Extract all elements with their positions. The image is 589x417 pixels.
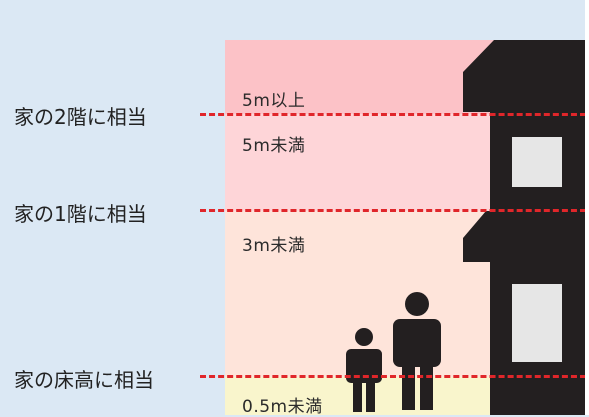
upper-window bbox=[512, 137, 562, 187]
dash-line-floor-height bbox=[200, 375, 586, 378]
band-label-under-3m: 3m未満 bbox=[242, 236, 306, 256]
band-label-under-0-5m: 0.5m未満 bbox=[242, 397, 323, 417]
band-label-5m-or-more: 5m以上 bbox=[242, 91, 306, 111]
right-edge bbox=[585, 0, 589, 415]
level-label-1st-floor: 家の1階に相当 bbox=[14, 202, 147, 226]
dash-line-2nd-floor bbox=[200, 113, 586, 116]
band-label-under-5m: 5m未満 bbox=[242, 136, 306, 156]
level-label-floor-height: 家の床高に相当 bbox=[14, 368, 154, 392]
house-icon bbox=[463, 40, 586, 415]
child-person-icon bbox=[346, 328, 382, 412]
dash-line-1st-floor bbox=[200, 209, 586, 212]
adult-person-icon bbox=[393, 292, 441, 410]
lower-window bbox=[512, 284, 562, 362]
level-label-2nd-floor: 家の2階に相当 bbox=[14, 105, 147, 129]
